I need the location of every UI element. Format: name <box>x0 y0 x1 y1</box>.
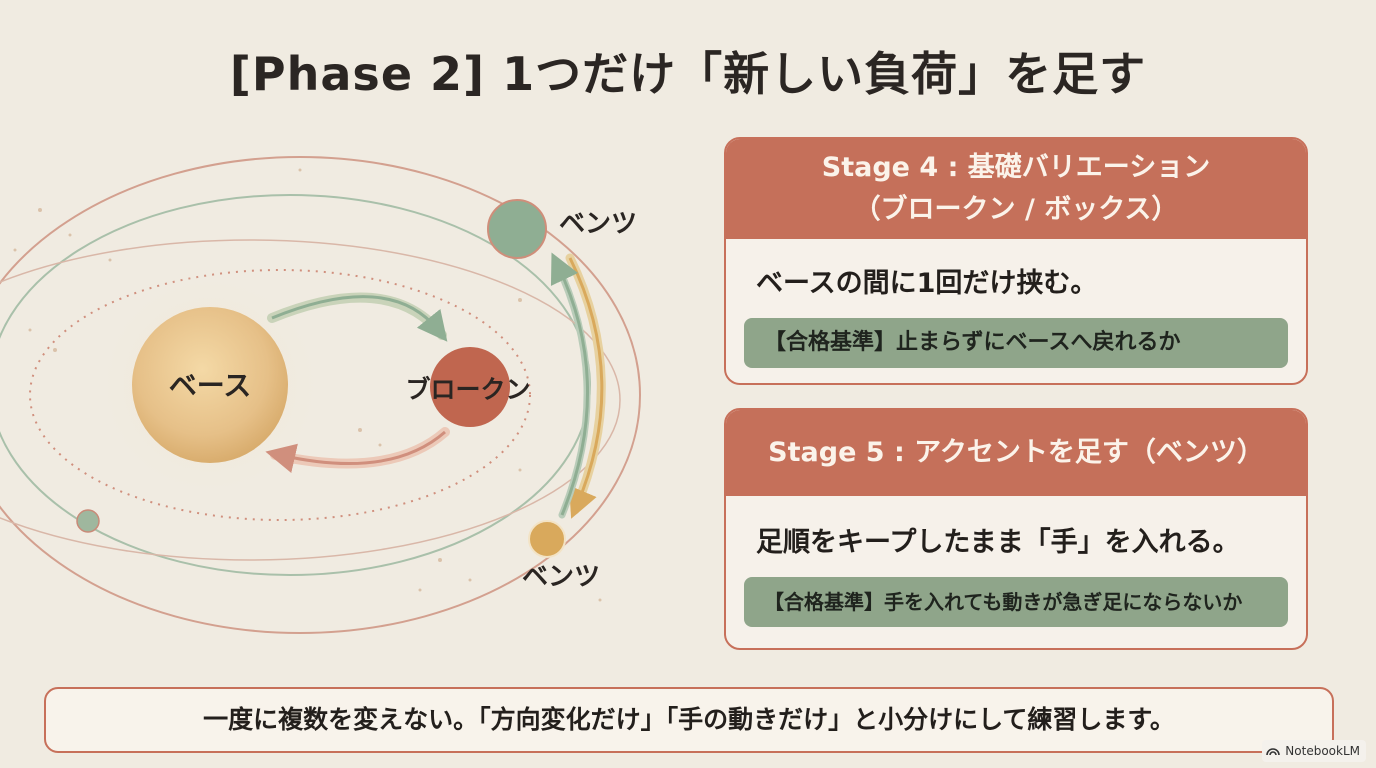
stage-4-subtitle: （ブロークン / ボックス） <box>853 194 1179 225</box>
base-label: ベース <box>169 369 252 402</box>
notebooklm-watermark: NotebookLM <box>1262 740 1366 762</box>
base-node <box>132 307 288 463</box>
orbit-inner-dotted <box>29 269 531 521</box>
stage-5-criteria: 【合格基準】手を入れても動きが急ぎ足にならないか <box>744 577 1288 627</box>
stage-5-title: Stage 5 : アクセントを足す（ベンツ） <box>768 437 1264 468</box>
stage-5-header: Stage 5 : アクセントを足す（ベンツ） <box>726 410 1306 496</box>
notebooklm-icon <box>1266 748 1281 756</box>
stage-4-card: Stage 4 : 基礎バリエーション （ブロークン / ボックス） ベースの間… <box>724 137 1308 385</box>
small-planet <box>76 509 100 533</box>
bentsu-bottom-node <box>528 520 566 558</box>
stage-4-criteria: 【合格基準】止まらずにベースへ戻れるか <box>744 318 1288 368</box>
bentsu-bottom-label: ベンツ <box>522 562 600 592</box>
stage-5-body: 足順をキープしたまま「手」を入れる。 <box>756 527 1240 558</box>
orbit-small <box>0 239 621 561</box>
slide-title: [Phase 2] 1つだけ「新しい負荷」を足す <box>229 47 1147 101</box>
stage-4-title: Stage 4 : 基礎バリエーション <box>821 152 1211 183</box>
stage-4-header: Stage 4 : 基礎バリエーション （ブロークン / ボックス） <box>726 139 1306 239</box>
orbit-outer <box>0 156 641 634</box>
dust-specks <box>13 168 602 602</box>
stage-5-card: Stage 5 : アクセントを足す（ベンツ） 足順をキープしたまま「手」を入れ… <box>724 408 1308 650</box>
watermark-label: NotebookLM <box>1285 744 1360 758</box>
footer-note: 一度に複数を変えない。「方向変化だけ」「手の動きだけ」と小分けにして練習します。 <box>44 687 1334 753</box>
bentsu-top-node <box>487 199 547 259</box>
broken-node <box>430 347 510 427</box>
bentsu-top-label: ベンツ <box>559 209 637 239</box>
stage-4-body: ベースの間に1回だけ挟む。 <box>756 268 1098 299</box>
broken-label: ブロークン <box>405 375 530 404</box>
